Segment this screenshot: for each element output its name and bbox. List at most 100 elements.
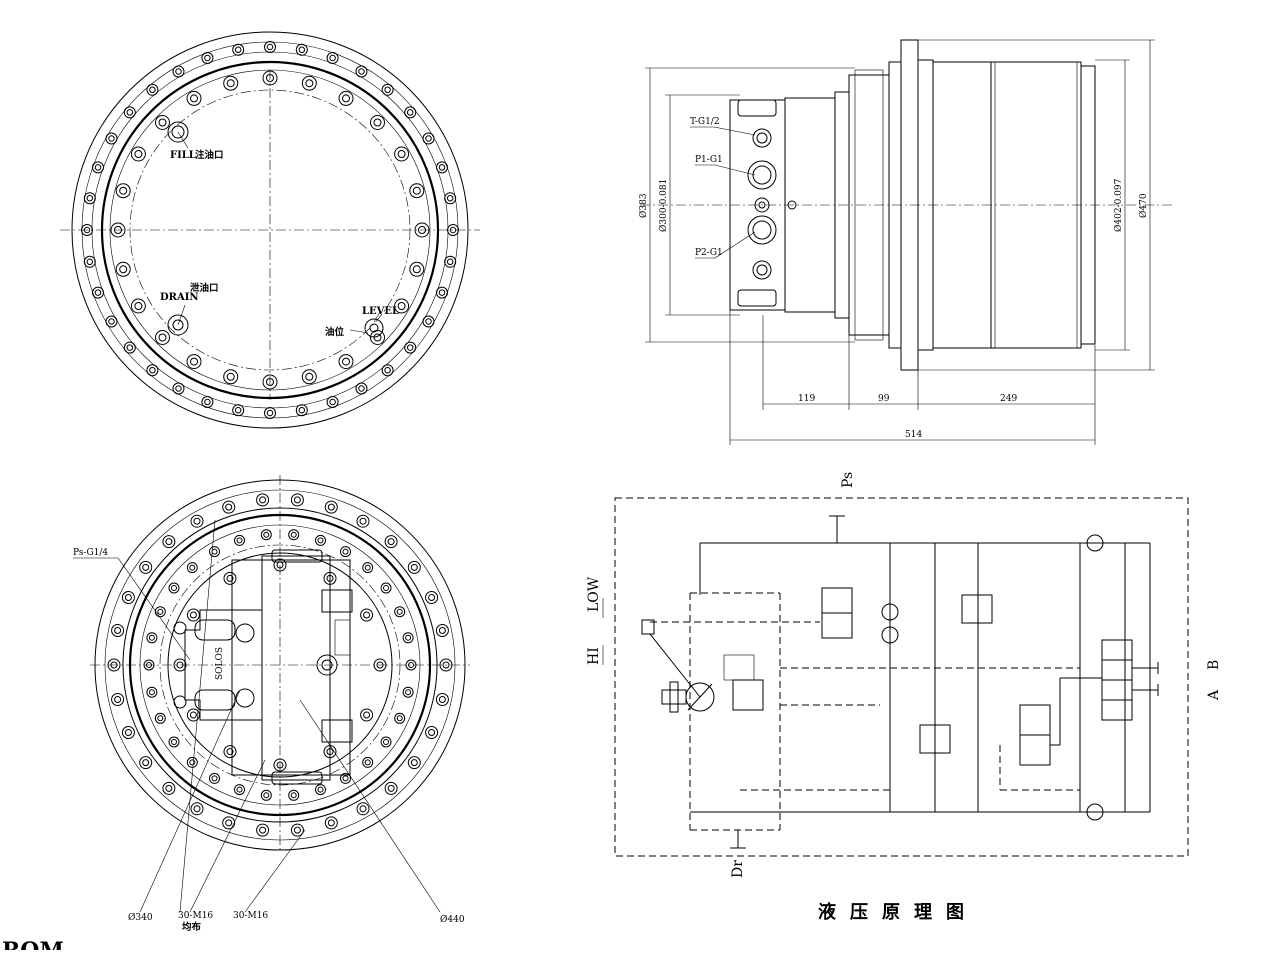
port-t-label: T-G1/2 bbox=[690, 117, 720, 127]
mount-hole-inner bbox=[193, 517, 201, 525]
level-cn-label: 油位 bbox=[325, 326, 345, 338]
mount-hole bbox=[356, 514, 370, 528]
flange-bolt bbox=[338, 90, 354, 106]
flange-hole-inner bbox=[425, 318, 432, 325]
flange-bolt-inner bbox=[158, 333, 167, 342]
flange-bolt-inner bbox=[119, 265, 128, 274]
fill-label: FILL bbox=[170, 150, 196, 161]
dim-249-label: 249 bbox=[1000, 394, 1017, 404]
mount-hole-mid-inner bbox=[157, 715, 164, 722]
mount-hole bbox=[256, 823, 270, 837]
flange-hole-inner bbox=[83, 226, 91, 234]
flange-hole-inner bbox=[298, 406, 306, 414]
flange-bolt-inner bbox=[226, 372, 235, 381]
mount-hole bbox=[407, 560, 421, 574]
flange-hole-inner bbox=[126, 344, 134, 351]
m16-a-cn-label: 均布 bbox=[182, 921, 202, 933]
flange-hole-inner bbox=[449, 226, 457, 234]
mount-hole-mid-inner bbox=[290, 531, 297, 538]
mount-hole-inner bbox=[410, 759, 418, 767]
mount-hole-inner bbox=[124, 594, 132, 601]
flange-hole bbox=[404, 341, 417, 354]
mount-hole bbox=[324, 500, 338, 514]
motor-bolt bbox=[223, 571, 237, 585]
flange-hole bbox=[295, 43, 308, 56]
dia-340-label: Ø340 bbox=[128, 912, 153, 923]
mount-hole bbox=[356, 802, 370, 816]
flange-hole bbox=[83, 192, 96, 205]
flange-bolt bbox=[262, 374, 278, 390]
mount-hole-mid-inner bbox=[171, 739, 177, 745]
mount-hole-inner bbox=[193, 805, 201, 813]
motor-bolt-inner bbox=[363, 711, 371, 719]
flange-hole bbox=[404, 106, 417, 119]
motor-bolt bbox=[173, 658, 187, 672]
flange-bolt bbox=[262, 70, 278, 86]
mount-hole-inner bbox=[387, 538, 395, 546]
m16-a-label: 30-M16 bbox=[178, 911, 213, 921]
flange-bolt bbox=[155, 115, 170, 130]
flange-hole bbox=[92, 286, 104, 299]
mount-hole-mid bbox=[234, 784, 245, 796]
mount-hole-mid bbox=[315, 784, 326, 796]
side-elevation-view: T-G1/2 P1-G1 P2-G1 Ø383 Ø300-0.081 Ø402-… bbox=[638, 39, 1175, 445]
flange-hole bbox=[232, 43, 245, 56]
mount-hole-mid-inner bbox=[189, 564, 196, 571]
flange-bolt bbox=[370, 330, 385, 345]
mount-hole-inner bbox=[359, 517, 367, 525]
mount-hole-mid bbox=[234, 534, 245, 546]
motor-bolt bbox=[360, 608, 374, 622]
flange-bolt bbox=[414, 222, 430, 238]
flange-hole-inner bbox=[204, 398, 211, 406]
flange-hole bbox=[172, 65, 185, 78]
flange-bolt bbox=[186, 354, 202, 370]
flange-hole bbox=[172, 382, 185, 395]
flange-hole bbox=[83, 255, 96, 268]
motor-bolt bbox=[373, 658, 387, 672]
flange-hole bbox=[381, 364, 394, 377]
mount-hole-inner bbox=[387, 784, 395, 792]
flange-bolt bbox=[338, 354, 354, 370]
mount-hole-mid-inner bbox=[146, 662, 152, 668]
flange-hole bbox=[201, 52, 214, 64]
mount-hole-mid-inner bbox=[405, 634, 412, 641]
port-p1-label: P1-G1 bbox=[695, 155, 723, 165]
mount-hole bbox=[290, 823, 304, 837]
motor-bolt bbox=[273, 758, 287, 772]
motor-bolt-inner bbox=[276, 761, 284, 769]
mount-hole-inner bbox=[124, 729, 132, 736]
flange-bolt-inner bbox=[158, 118, 167, 127]
mount-hole-inner bbox=[142, 563, 150, 571]
flange-bolt bbox=[223, 369, 239, 385]
flange-hole-inner bbox=[438, 164, 446, 171]
mount-hole bbox=[222, 816, 236, 830]
corner-fragment: ROM bbox=[2, 938, 64, 950]
mount-hole bbox=[425, 591, 439, 604]
mount-hole bbox=[407, 756, 421, 770]
mount-hole-inner bbox=[438, 696, 446, 703]
motor-bolt bbox=[186, 708, 200, 722]
flange-bolt bbox=[155, 330, 170, 345]
flange-hole bbox=[201, 396, 214, 408]
flange-bolt-inner bbox=[190, 94, 198, 103]
flange-bolt bbox=[130, 298, 146, 314]
flange-bolt-inner bbox=[226, 79, 235, 88]
flange-hole bbox=[92, 161, 104, 174]
dr-label: Dr bbox=[730, 860, 746, 878]
mount-hole bbox=[121, 726, 135, 739]
flange-hole-inner bbox=[358, 385, 365, 392]
mount-hole bbox=[162, 535, 176, 549]
flange-hole bbox=[146, 83, 159, 96]
mount-hole-mid-inner bbox=[290, 792, 297, 799]
flange-hole-inner bbox=[94, 289, 102, 296]
mount-hole bbox=[425, 726, 439, 739]
mount-hole-mid bbox=[186, 756, 198, 768]
mount-hole-inner bbox=[293, 826, 301, 834]
dia-383-label: Ø383 bbox=[638, 193, 649, 218]
flange-hole bbox=[123, 341, 136, 354]
flange-hole-inner bbox=[108, 318, 115, 325]
mount-hole-mid-inner bbox=[405, 689, 412, 696]
mount-hole-mid-inner bbox=[211, 548, 218, 555]
flange-hole bbox=[355, 65, 368, 78]
